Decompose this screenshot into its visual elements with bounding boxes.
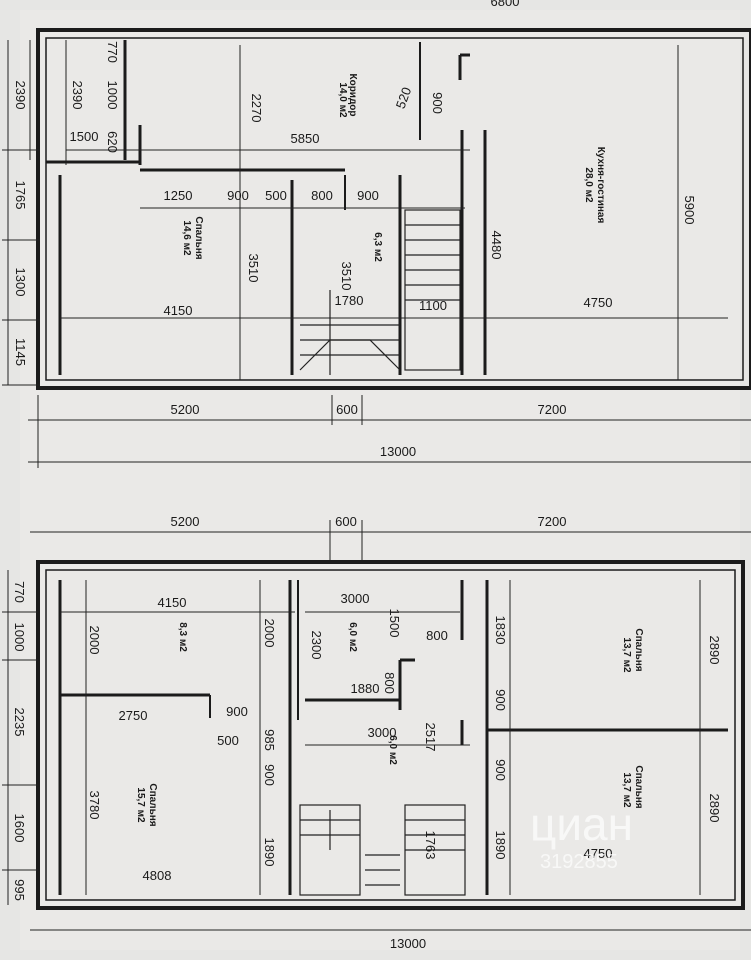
dim-label: 2270: [249, 94, 264, 123]
watermark-brand: циан: [530, 798, 633, 850]
dim-label: 770: [105, 41, 120, 63]
dim-label: 2000: [87, 626, 102, 655]
room-area: 14,0 м2: [337, 82, 348, 118]
dim-label: 1600: [12, 814, 27, 843]
bottom-room-labels: 8,3 м2 6,0 м2 Спальня 13,7 м2 6,0 м2 Спа…: [135, 622, 644, 827]
dim-label: 13000: [390, 936, 426, 951]
top-room-labels: Коридор 14,0 м2 Кухня-гостиная 28,0 м2 С…: [181, 73, 606, 262]
room-name: Спальня: [193, 216, 204, 259]
room-name: Спальня: [147, 783, 158, 826]
dim-label: 1890: [262, 838, 277, 867]
dim-label: 500: [265, 188, 287, 203]
top-dims-inner: 2270 520 900 5850 1250 900 500 800 900 3…: [164, 85, 697, 318]
dim-label: 2390: [13, 81, 28, 110]
room-area: 6,0 м2: [387, 735, 398, 765]
dim-label: 3510: [339, 262, 354, 291]
room-area: 6,0 м2: [347, 622, 358, 652]
dim-label: 3000: [341, 591, 370, 606]
dim-label: 1500: [70, 129, 99, 144]
dim-label: 4150: [158, 595, 187, 610]
room-area: 13,7 м2: [621, 637, 632, 673]
dim-label: 13000: [380, 444, 416, 459]
dim-label: 900: [493, 759, 508, 781]
dim-label: 2390: [70, 81, 85, 110]
dim-label: 500: [217, 733, 239, 748]
room-area: 13,7 м2: [621, 772, 632, 808]
dim-label: 5200: [171, 514, 200, 529]
dim-label: 800: [311, 188, 333, 203]
dim-label: 1000: [105, 81, 120, 110]
dim-label: 985: [262, 729, 277, 751]
dim-label: 2235: [12, 708, 27, 737]
dim-label: 2890: [707, 636, 722, 665]
dim-label: 7200: [538, 514, 567, 529]
dim-label: 3780: [87, 791, 102, 820]
dim-label: 1780: [335, 293, 364, 308]
dim-label: 600: [335, 514, 357, 529]
dim-label: 3510: [246, 254, 261, 283]
dim-label: 900: [430, 92, 445, 114]
room-area: 14,6 м2: [181, 220, 192, 256]
dim-label: 4750: [584, 295, 613, 310]
dim-label: 2890: [707, 794, 722, 823]
top-dims-top: 770 6800: [105, 0, 519, 63]
dim-label: 900: [357, 188, 379, 203]
room-area: 6,3 м2: [372, 232, 383, 262]
dim-label: 2000: [262, 619, 277, 648]
room-name: Коридор: [347, 73, 358, 116]
dim-label: 1300: [13, 268, 28, 297]
dim-label: 770: [12, 581, 27, 603]
dim-label: 2750: [119, 708, 148, 723]
dim-label: 1830: [493, 616, 508, 645]
dim-label: 3000: [368, 725, 397, 740]
bottom-floor-plan: 5200 600 7200 770 1000 2235 1600 995: [2, 514, 751, 951]
dim-label: 900: [227, 188, 249, 203]
dim-label: 520: [393, 85, 415, 111]
dim-label: 1765: [13, 181, 28, 210]
room-name: Спальня: [633, 628, 644, 671]
cian-watermark: циан 3192855: [530, 798, 633, 873]
room-name: Спальня: [633, 765, 644, 808]
dim-label: 1100: [419, 298, 447, 313]
dim-label: 800: [426, 628, 448, 643]
bottom-dims-inner: 4150 3000 1500 800 1830 2890 2000 2000 2…: [87, 591, 722, 883]
dim-label: 4480: [489, 231, 504, 260]
watermark-id: 3192855: [540, 851, 618, 873]
dim-label: 900: [226, 704, 248, 719]
room-area: 15,7 м2: [135, 787, 146, 823]
top-dims-left: 2390 1765 1300 1145 2390 1000 1500 620: [13, 81, 120, 366]
dim-label: 1500: [387, 609, 402, 638]
dim-label: 5200: [171, 402, 200, 417]
dim-label: 900: [262, 764, 277, 786]
dim-label: 4808: [143, 868, 172, 883]
dim-label: 1145: [13, 338, 28, 366]
dim-label: 1250: [164, 188, 193, 203]
top-dims-bottom: 5200 600 7200 13000: [28, 395, 751, 468]
room-area: 8,3 м2: [177, 622, 188, 652]
dim-label: 800: [382, 672, 397, 694]
dim-label: 620: [105, 131, 120, 153]
top-floor-plan: 770 6800 2390 1765 1300 1145 2390 1000 1…: [2, 0, 751, 468]
dim-label: 7200: [538, 402, 567, 417]
dim-label: 1763: [423, 831, 438, 860]
dim-label: 600: [336, 402, 358, 417]
room-area: 28,0 м2: [583, 167, 594, 203]
bottom-stairs: [299, 804, 466, 896]
room-name: Кухня-гостиная: [595, 147, 606, 224]
dim-label: 5850: [291, 131, 320, 146]
dim-label: 5900: [682, 196, 697, 225]
dim-label: 4750: [584, 846, 613, 861]
dim-label: 1000: [12, 623, 27, 652]
top-stairs: [299, 209, 461, 375]
dim-label: 2300: [309, 631, 324, 660]
dim-label: 995: [12, 879, 27, 901]
dim-label: 1890: [493, 831, 508, 860]
dim-label: 6800: [491, 0, 520, 9]
dim-label: 4150: [164, 303, 193, 318]
dim-label: 900: [493, 689, 508, 711]
dim-label: 2517: [423, 723, 438, 752]
dim-label: 1880: [351, 681, 380, 696]
